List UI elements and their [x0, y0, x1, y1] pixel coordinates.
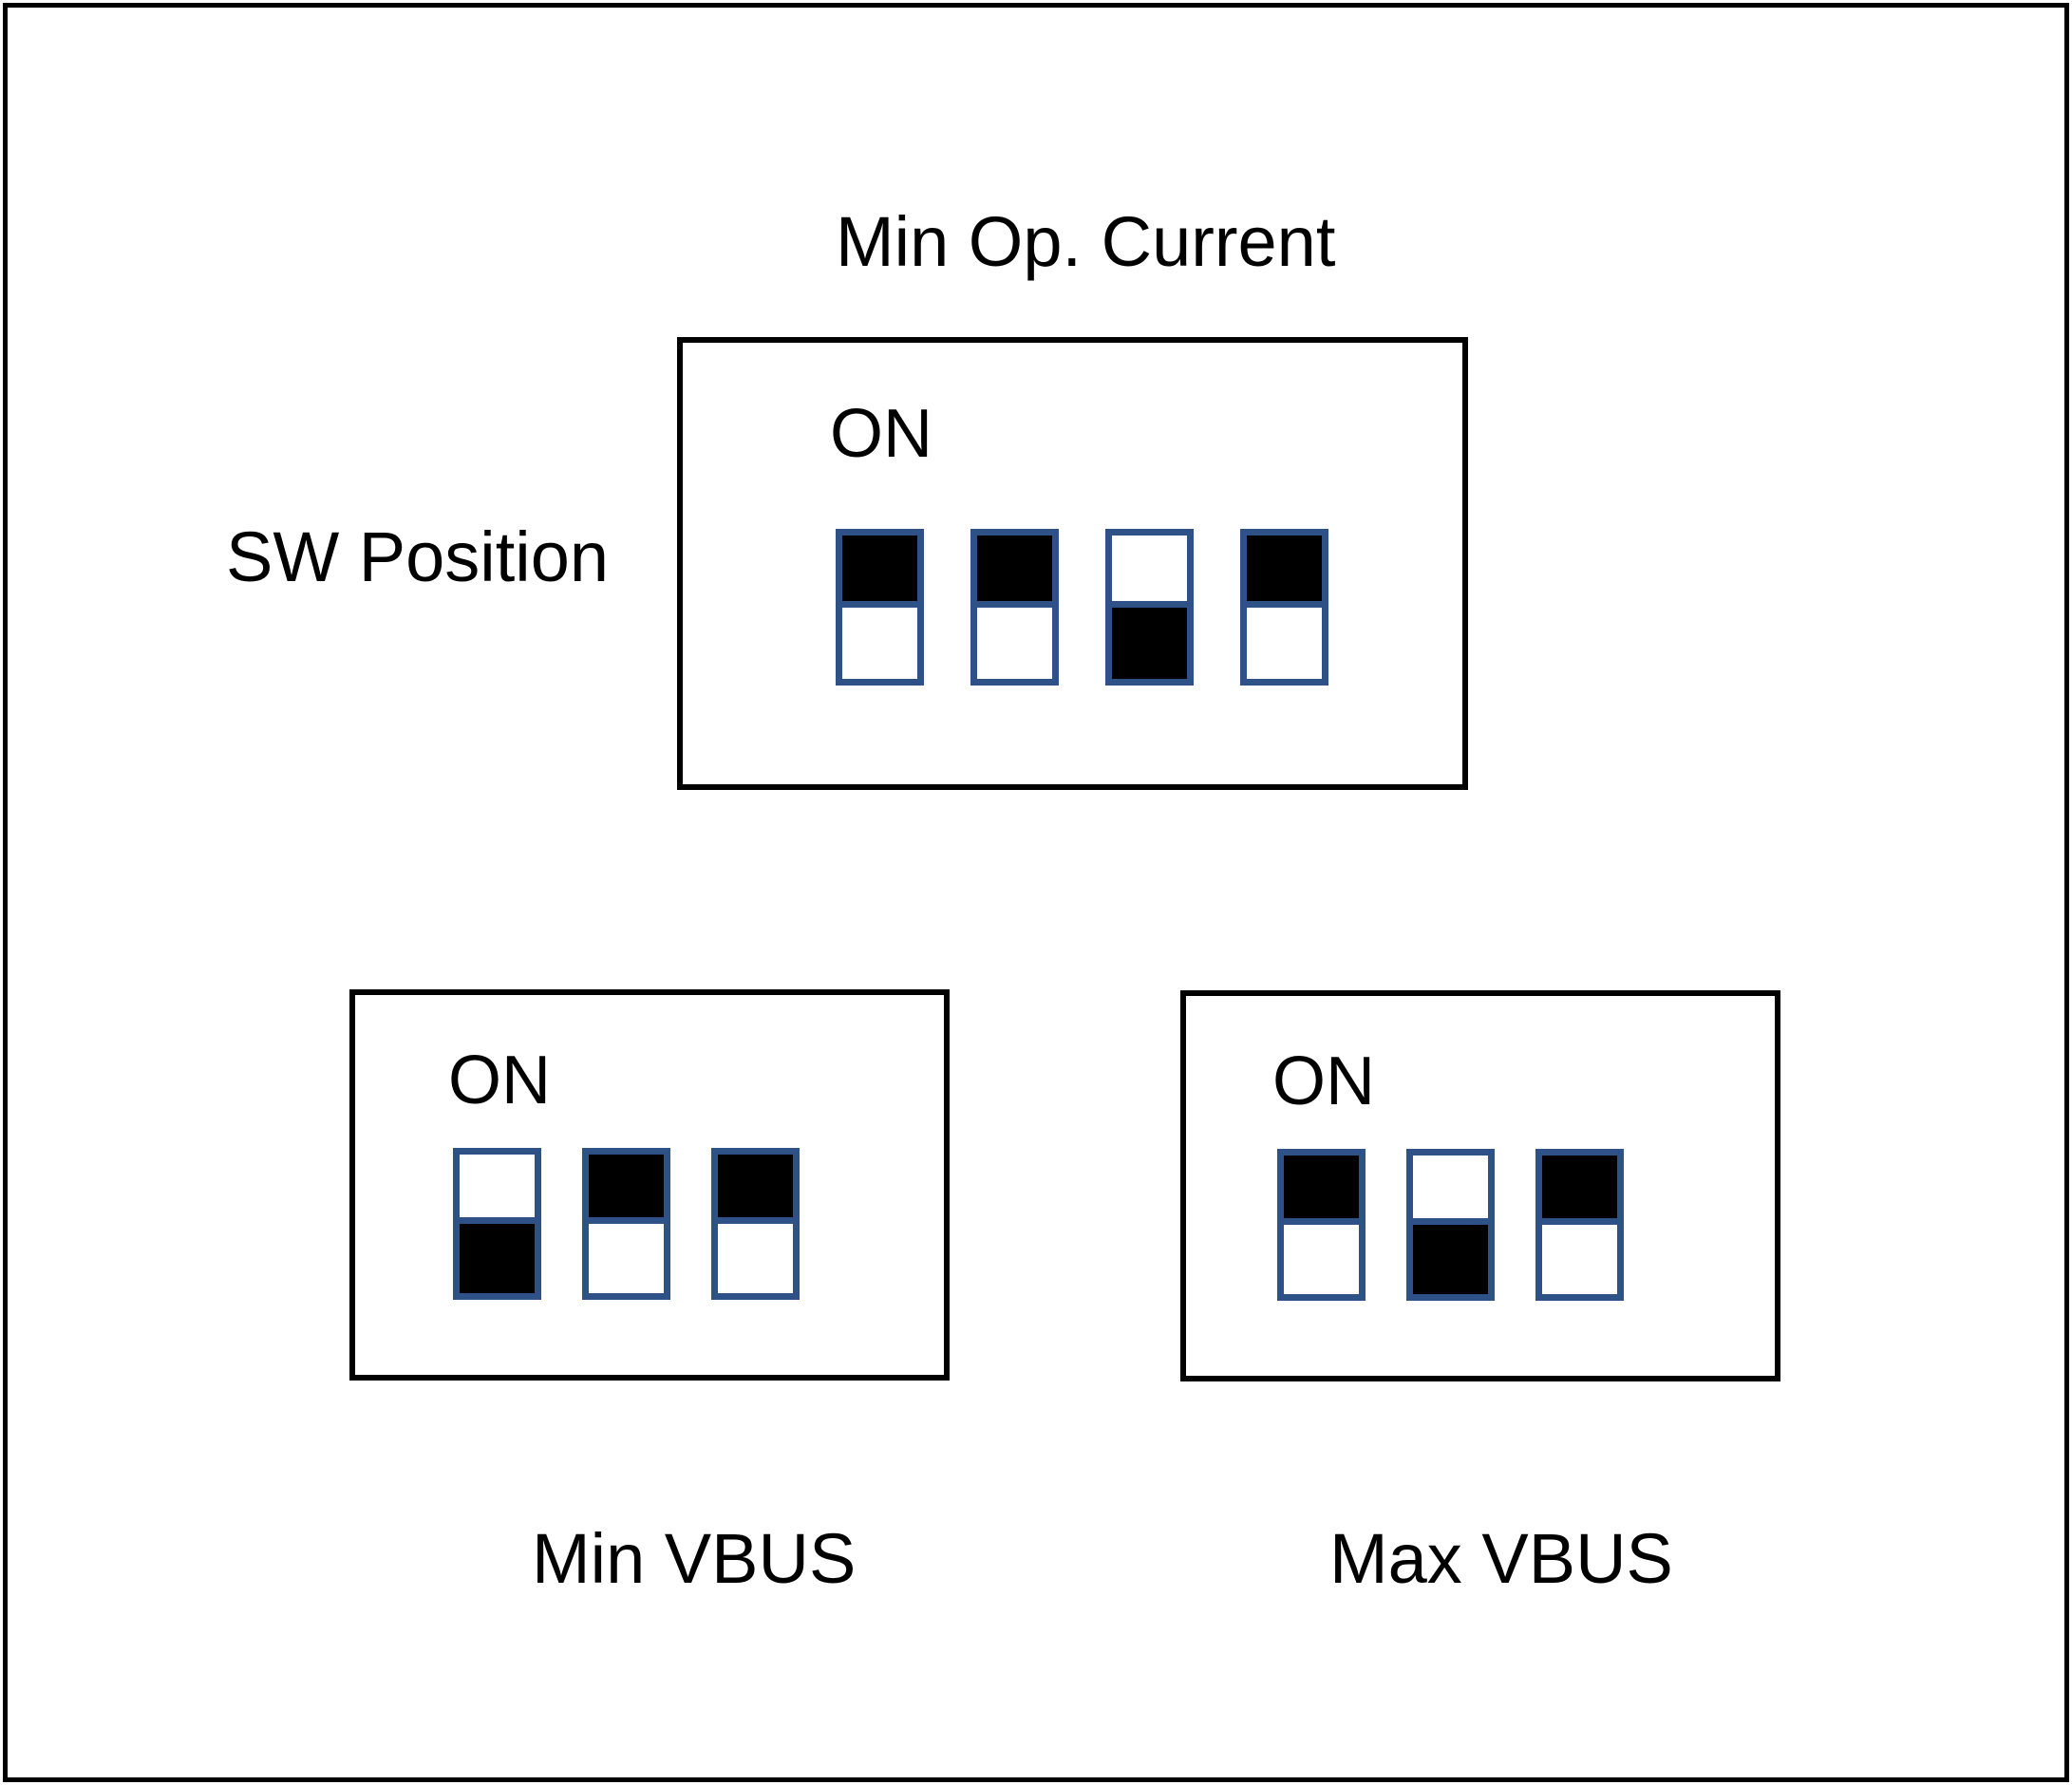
- switch-row: [1277, 1149, 1624, 1301]
- dip-switch-4[interactable]: [1240, 529, 1328, 686]
- switch-row: [836, 529, 1328, 686]
- switch-block-max-vbus: ON: [1180, 990, 1780, 1381]
- switch-block-min-vbus: ON: [349, 989, 950, 1381]
- dip-switch-2[interactable]: [582, 1148, 670, 1300]
- switch-block-min-op-current: ON: [677, 337, 1468, 790]
- switch-half-bottom: [1413, 1225, 1488, 1294]
- dip-switch-2[interactable]: [970, 529, 1059, 686]
- switch-half-bottom: [718, 1224, 793, 1293]
- dip-switch-1[interactable]: [453, 1148, 541, 1300]
- switch-half-top: [1247, 536, 1322, 608]
- switch-half-top: [460, 1155, 535, 1224]
- on-label: ON: [448, 1043, 551, 1118]
- switch-half-top: [842, 536, 917, 608]
- dip-switch-1[interactable]: [836, 529, 924, 686]
- switch-half-bottom: [842, 607, 917, 679]
- sw-position-label: SW Position: [226, 517, 610, 596]
- switch-half-top: [1542, 1156, 1617, 1225]
- switch-half-top: [977, 536, 1052, 608]
- dip-switch-1[interactable]: [1277, 1149, 1366, 1301]
- switch-half-bottom: [1247, 607, 1322, 679]
- switch-half-bottom: [1542, 1225, 1617, 1294]
- caption-min-vbus: Min VBUS: [532, 1519, 857, 1598]
- on-label: ON: [1272, 1043, 1375, 1119]
- caption-max-vbus: Max VBUS: [1329, 1519, 1673, 1598]
- dip-switch-3[interactable]: [1105, 529, 1194, 686]
- on-label: ON: [830, 396, 932, 472]
- dip-switch-3[interactable]: [711, 1148, 800, 1300]
- switch-half-bottom: [1284, 1225, 1359, 1294]
- switch-half-top: [1413, 1156, 1488, 1225]
- dip-switch-2[interactable]: [1406, 1149, 1495, 1301]
- switch-half-top: [589, 1155, 664, 1224]
- switch-half-top: [718, 1155, 793, 1224]
- switch-half-bottom: [1112, 607, 1187, 679]
- page-title: Min Op. Current: [836, 202, 1336, 281]
- switch-row: [453, 1148, 800, 1300]
- switch-half-bottom: [977, 607, 1052, 679]
- switch-half-top: [1112, 536, 1187, 608]
- switch-half-top: [1284, 1156, 1359, 1225]
- switch-half-bottom: [460, 1224, 535, 1293]
- dip-switch-3[interactable]: [1535, 1149, 1624, 1301]
- switch-half-bottom: [589, 1224, 664, 1293]
